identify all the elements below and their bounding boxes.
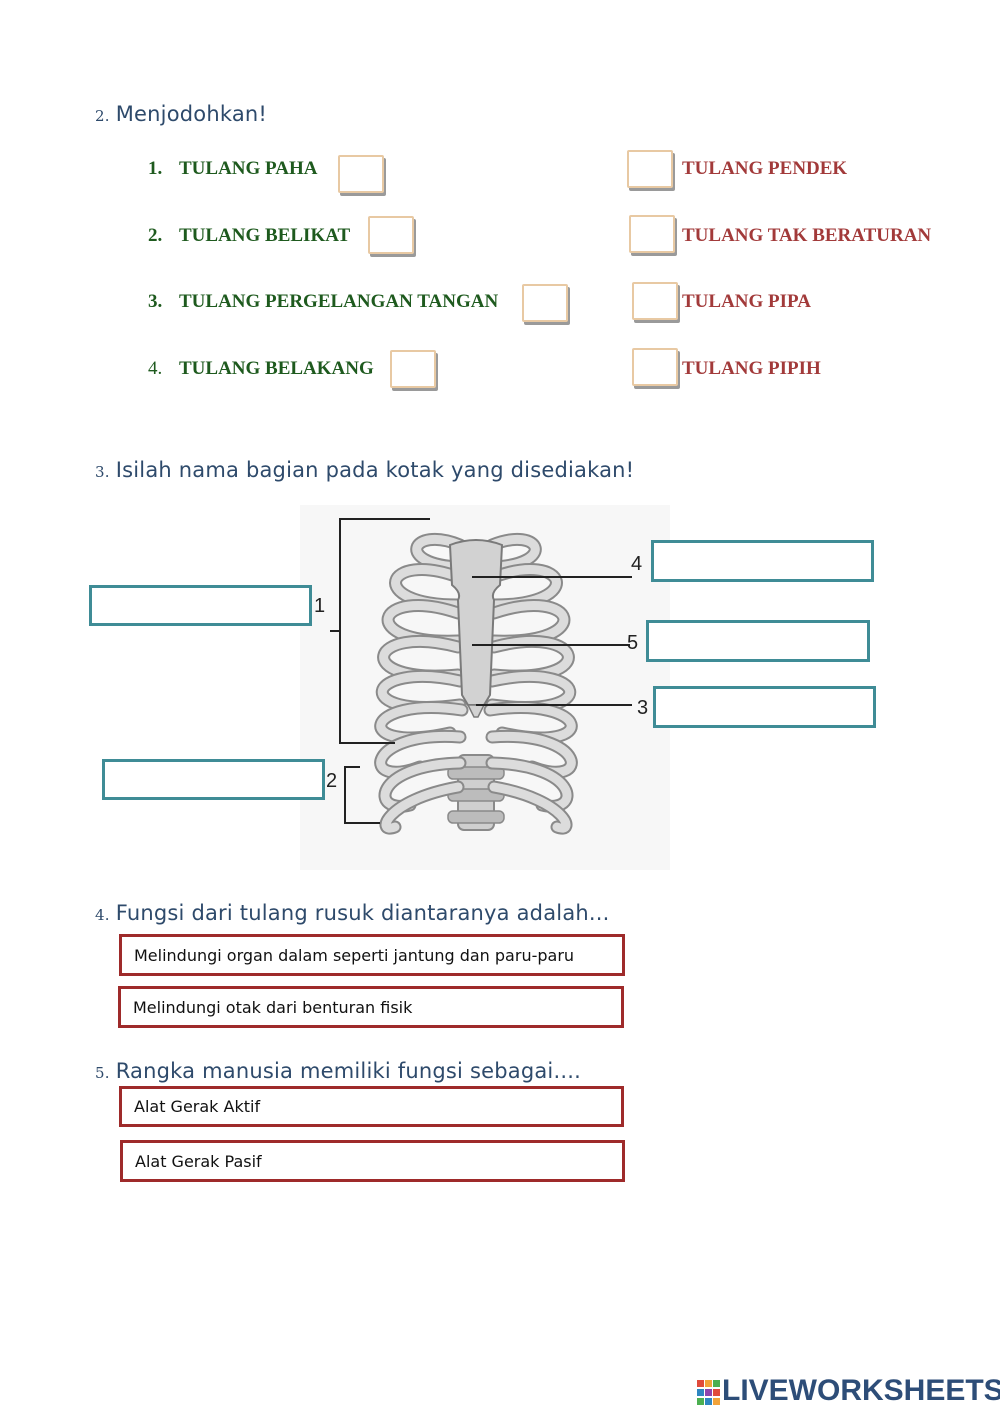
match-right-box-3[interactable]: [632, 282, 678, 320]
diagram-label-2: 2: [326, 770, 337, 792]
rib-cage-diagram: 1 2 3 4 5: [300, 505, 670, 870]
match-answer-box-1[interactable]: [338, 155, 384, 193]
diagram-label-5: 5: [627, 632, 638, 654]
bracket-lines: [330, 518, 632, 824]
question-5-heading: 5. Rangka manusia memiliki fungsi sebagai…: [95, 1059, 581, 1083]
match-right-item-1: TULANG PENDEK: [682, 158, 848, 179]
match-right-box-4[interactable]: [632, 348, 678, 386]
match-answer-box-4[interactable]: [390, 350, 436, 388]
item-label: TULANG PAHA: [179, 158, 318, 179]
option-text: Alat Gerak Pasif: [135, 1151, 262, 1171]
q4-option-2[interactable]: Melindungi otak dari benturan fisik: [118, 986, 624, 1028]
item-label: TULANG BELIKAT: [179, 225, 351, 246]
question-4-heading: 4. Fungsi dari tulang rusuk diantaranya a…: [95, 901, 610, 925]
question-title: Menjodohkan!: [115, 102, 268, 126]
match-right-item-2: TULANG TAK BERATURAN: [682, 225, 932, 246]
question-number: 3.: [95, 463, 110, 481]
item-number: 4.: [148, 358, 163, 379]
match-left-item-3: 3. TULANG PERGELANGAN TANGAN: [148, 291, 498, 313]
sternum: [448, 539, 504, 718]
diagram-label-1: 1: [314, 595, 325, 617]
match-right-box-1[interactable]: [627, 150, 673, 188]
question-title: Fungsi dari tulang rusuk diantaranya ada…: [115, 901, 610, 925]
ribs-right: [483, 533, 578, 835]
option-text: Melindungi otak dari benturan fisik: [133, 997, 413, 1017]
match-left-item-1: 1. TULANG PAHA: [148, 158, 317, 180]
match-right-item-3: TULANG PIPA: [682, 291, 811, 312]
item-label: TULANG PERGELANGAN TANGAN: [179, 291, 499, 312]
item-number: 3.: [148, 291, 163, 312]
label-input-4[interactable]: [651, 540, 874, 582]
item-number: 2.: [148, 225, 163, 246]
match-right-item-4: TULANG PIPIH: [682, 358, 821, 379]
q4-option-1[interactable]: Melindungi organ dalam seperti jantung d…: [119, 934, 625, 976]
match-answer-box-3[interactable]: [522, 284, 568, 322]
label-input-2[interactable]: [102, 759, 325, 800]
liveworksheets-logo-icon: [697, 1380, 721, 1406]
match-right-box-2[interactable]: [629, 215, 675, 253]
item-label: TULANG BELAKANG: [179, 358, 374, 379]
option-text: Melindungi organ dalam seperti jantung d…: [134, 945, 575, 965]
question-2-heading: 2. Menjodohkan!: [95, 102, 267, 126]
label-input-5[interactable]: [646, 620, 870, 662]
item-number: 1.: [148, 158, 163, 179]
question-number: 2.: [95, 107, 110, 125]
liveworksheets-logo-text: LIVEWORKSHEETS: [722, 1374, 1000, 1407]
option-text: Alat Gerak Aktif: [134, 1097, 261, 1116]
label-input-1[interactable]: [89, 585, 312, 626]
match-left-item-4: 4. TULANG BELAKANG: [148, 358, 374, 380]
question-title: Rangka manusia memiliki fungsi sebagai..…: [115, 1059, 581, 1083]
diagram-label-4: 4: [631, 553, 642, 575]
diagram-label-3: 3: [637, 697, 648, 719]
q5-option-2[interactable]: Alat Gerak Pasif: [120, 1140, 625, 1182]
match-answer-box-2[interactable]: [368, 216, 414, 254]
label-input-3[interactable]: [653, 686, 876, 728]
q5-option-1[interactable]: Alat Gerak Aktif: [119, 1086, 624, 1127]
question-number: 5.: [95, 1064, 110, 1082]
question-3-heading: 3. Isilah nama bagian pada kotak yang dis…: [95, 458, 634, 482]
question-title: Isilah nama bagian pada kotak yang dised…: [115, 458, 635, 482]
ribs-left: [374, 533, 469, 835]
match-left-item-2: 2. TULANG BELIKAT: [148, 225, 350, 247]
question-number: 4.: [95, 906, 110, 924]
